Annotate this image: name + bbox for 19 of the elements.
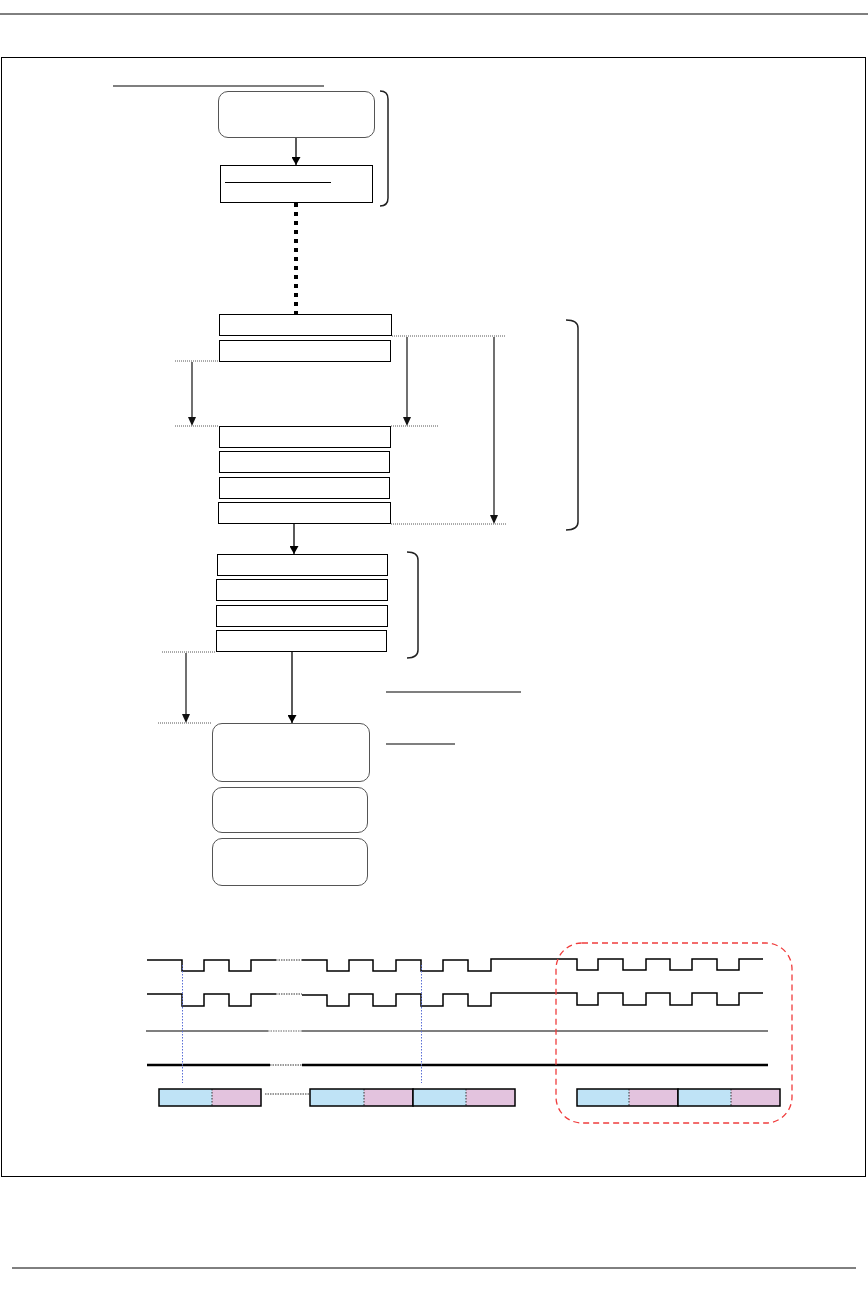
process-box xyxy=(216,579,388,601)
rounded-process-box xyxy=(212,787,368,833)
dotted-connector xyxy=(294,203,298,314)
process-box xyxy=(219,314,392,336)
arrow xyxy=(289,523,299,555)
rounded-process-box xyxy=(212,838,368,886)
process-box xyxy=(219,451,390,473)
rounded-process-box xyxy=(212,723,370,782)
process-box xyxy=(216,605,388,627)
process-box xyxy=(219,340,391,362)
process-box xyxy=(217,554,388,576)
arrow xyxy=(291,137,301,166)
process-box xyxy=(219,426,391,448)
process-box xyxy=(216,630,387,652)
process-box xyxy=(219,477,390,499)
rounded-process-box xyxy=(218,91,375,138)
process-box xyxy=(220,165,373,203)
process-box xyxy=(218,502,391,524)
arrow xyxy=(287,651,297,724)
